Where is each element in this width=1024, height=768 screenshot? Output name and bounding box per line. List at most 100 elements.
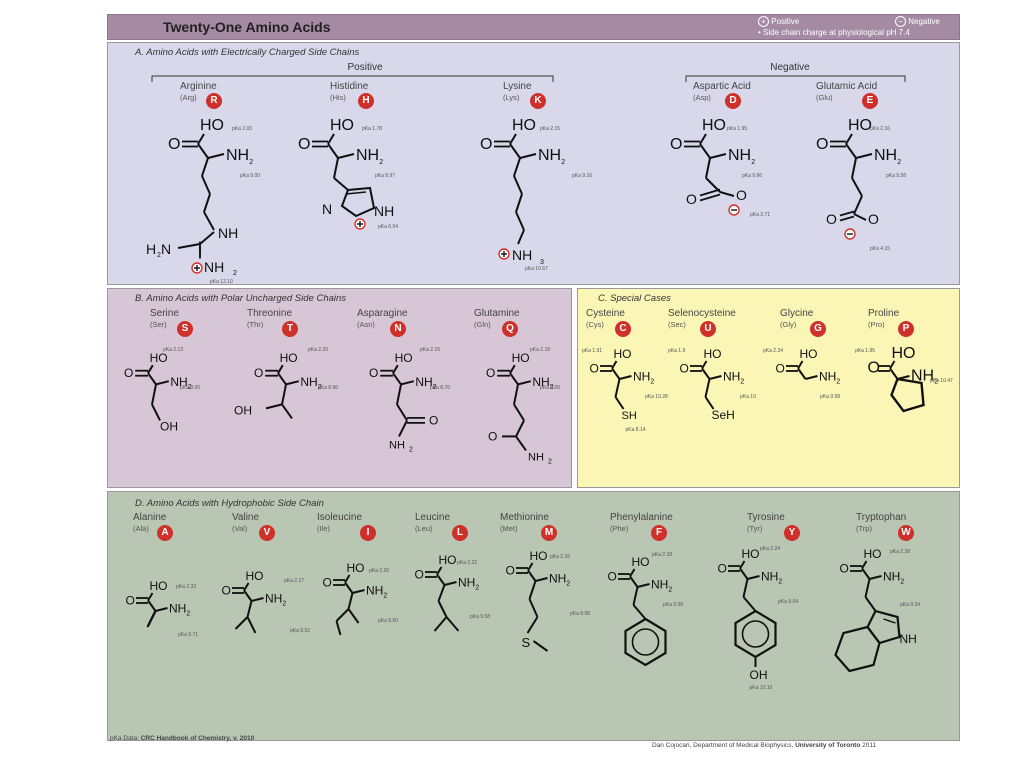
subscript: 2 [318, 384, 322, 391]
oxygen-label: O [776, 361, 785, 375]
acid-name-f: Phenylalanine [610, 512, 673, 523]
pka-label: pKa 2.15 [540, 126, 560, 132]
letter-badge-k: K [530, 93, 546, 109]
amine-label: NH [633, 370, 650, 384]
amine-label: NH [366, 584, 383, 598]
letter-badge-y: Y [784, 525, 800, 541]
pka-label: pKa 9.34 [900, 602, 920, 608]
letter-badge-a: A [157, 525, 173, 541]
pka-label: pKa 1.95 [855, 348, 875, 354]
pka-label: pKa 9.00 [240, 173, 260, 179]
acid-name-q: Glutamine [474, 308, 520, 319]
hydroxyl-label: HO [347, 561, 365, 575]
pka-label: pKa 2.33 [176, 584, 196, 590]
acid-abbr-w: (Trp) [856, 524, 872, 533]
oxygen-label: O [868, 211, 879, 227]
acid-abbr-n: (Asn) [357, 320, 375, 329]
acid-name-m: Methionine [500, 512, 549, 523]
oxygen-label: O [168, 136, 180, 153]
pka-label: pKa 6.04 [378, 224, 398, 230]
acid-name-g: Glycine [780, 308, 814, 319]
amine-label: NH [651, 578, 668, 592]
subscript: 2 [900, 579, 904, 586]
subscript: 2 [383, 593, 387, 600]
subscript: 2 [157, 252, 161, 259]
sulfur-label: S [522, 635, 531, 650]
subscript: 2 [778, 579, 782, 586]
acid-name-r: Arginine [180, 81, 217, 92]
hydroxyl-label: HO [395, 351, 413, 365]
pka-label: pKa 1.78 [362, 126, 382, 132]
pka-label: pKa 2.18 [530, 347, 550, 353]
pka-label: pKa 10.10 [750, 685, 773, 691]
pka-label: pKa 2.18 [652, 552, 672, 558]
amine-label: NH [169, 602, 186, 616]
amine-label: H [146, 241, 156, 257]
acid-name-v: Valine [232, 512, 260, 523]
acid-abbr-p: (Pro) [868, 320, 885, 329]
hydroxyl-label: HO [632, 555, 650, 569]
pka-label: pKa 9.58 [886, 173, 906, 179]
acid-name-h: Histidine [330, 81, 369, 92]
subscript: 2 [249, 159, 253, 166]
hydroxyl-label: HO [512, 117, 536, 134]
amine-label: NH [549, 572, 566, 586]
oxygen-label: O [222, 583, 231, 597]
amine-label: NH [723, 370, 740, 384]
amine-label: NH [728, 147, 751, 164]
hydroxyl-label: HO [280, 351, 298, 365]
letter-badge-r: R [206, 93, 222, 109]
letter-badge-q: Q [502, 321, 518, 337]
amine-label: NH [170, 375, 187, 389]
oxygen-label: O [680, 361, 689, 375]
oxygen-label: O [670, 136, 682, 153]
acid-abbr-l: (Leu) [415, 524, 433, 533]
pka-label: pKa 2.16 [870, 126, 890, 132]
amine-label: NH [226, 147, 249, 164]
group-negative-label: Negative [770, 62, 810, 73]
header-bar: Twenty-One Amino Acids + Positive − Nega… [107, 14, 960, 40]
acid-abbr-h: (His) [330, 93, 346, 102]
acid-name-e: Glutamic Acid [816, 81, 878, 92]
amine-label: NH [356, 147, 379, 164]
atom-label: N [161, 241, 171, 257]
subscript: 3 [540, 259, 544, 266]
hydroxyl-label: OH [160, 419, 178, 433]
pka-label: pKa 9.58 [470, 614, 490, 620]
letter-badge-m: M [541, 525, 557, 541]
pka-label: pKa 9.16 [572, 173, 592, 179]
hydroxyl-label: HO [702, 117, 726, 134]
letter-badge-d: D [725, 93, 741, 109]
pka-label: pKa 10 [740, 394, 756, 400]
imine-label: NH [900, 632, 917, 646]
pka-label: pKa 8.14 [626, 427, 646, 433]
oxygen-label: O [608, 569, 617, 583]
acid-abbr-i: (Ile) [317, 524, 330, 533]
amine-label: NH [883, 570, 900, 584]
subscript: 2 [186, 611, 190, 618]
acid-name-t: Threonine [247, 308, 293, 319]
imine-label: NH [374, 203, 394, 219]
pka-label: pKa 2.24 [760, 546, 780, 552]
pka-label: pKa 8.97 [375, 173, 395, 179]
selenol-label: SeH [712, 408, 735, 422]
thiol-label: SH [622, 410, 637, 422]
acid-abbr-r: (Arg) [180, 93, 197, 102]
pka-label: pKa 1.91 [582, 348, 602, 354]
pka-label: pKa 3.71 [750, 212, 770, 218]
subscript: 2 [433, 384, 437, 391]
letter-badge-p: P [898, 321, 914, 337]
hydroxyl-label: HO [742, 547, 760, 561]
pka-label: pKa 10.28 [645, 394, 668, 400]
pka-label: pKa 2.26 [369, 568, 389, 574]
oxygen-label: O [826, 211, 837, 227]
